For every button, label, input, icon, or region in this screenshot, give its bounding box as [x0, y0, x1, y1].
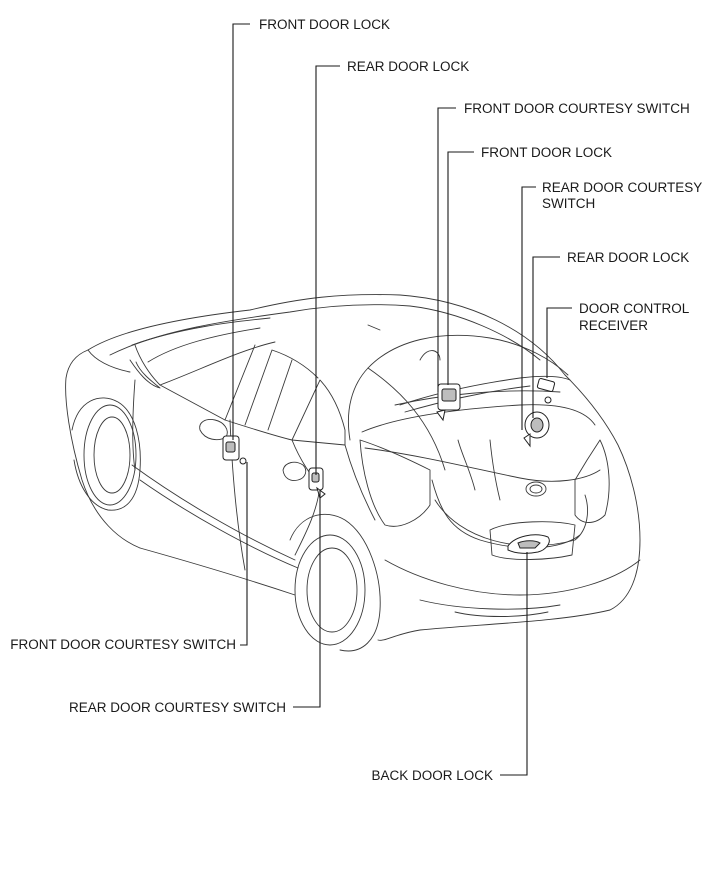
leader-rear-door-courtesy-switch-right: [521, 186, 536, 430]
callout-labels: FRONT DOOR LOCK REAR DOOR LOCK FRONT DOO…: [10, 17, 702, 783]
leader-front-door-lock-right: [447, 151, 474, 385]
back-door-lock-part: [507, 534, 550, 554]
label-front-door-courtesy-switch-right: FRONT DOOR COURTESY SWITCH: [464, 101, 690, 116]
label-back-door-lock: BACK DOOR LOCK: [371, 768, 493, 783]
leader-front-door-lock-left: [232, 23, 250, 440]
leader-door-control-receiver: [546, 307, 572, 378]
label-rear-door-courtesy-switch-left: REAR DOOR COURTESY SWITCH: [69, 700, 286, 715]
label-door-control-receiver-line1: DOOR CONTROL: [579, 301, 690, 316]
label-front-door-lock-right: FRONT DOOR LOCK: [481, 145, 612, 160]
leader-rear-door-courtesy-switch-left: [293, 490, 321, 708]
leader-back-door-lock: [500, 552, 528, 776]
leader-rear-door-lock-left: [315, 65, 340, 475]
door-control-receiver-part: [536, 378, 556, 404]
rear-door-lock-part-left: [308, 467, 326, 499]
label-rear-door-lock-right: REAR DOOR LOCK: [567, 250, 689, 265]
leader-rear-door-lock-right: [532, 256, 560, 418]
front-door-lock-part-left: [222, 435, 247, 465]
label-rear-door-lock-left: REAR DOOR LOCK: [347, 59, 469, 74]
rear-door-lock-part-right: [523, 411, 550, 448]
label-front-door-courtesy-switch-left: FRONT DOOR COURTESY SWITCH: [10, 637, 236, 652]
vehicle-illustration: [65, 294, 641, 652]
leader-front-door-courtesy-switch-left: [240, 462, 248, 646]
leader-front-door-courtesy-switch-right: [437, 107, 456, 392]
label-rear-door-courtesy-switch-right-line2: SWITCH: [542, 196, 595, 211]
label-rear-door-courtesy-switch-right-line1: REAR DOOR COURTESY: [542, 180, 702, 195]
leader-lines: [232, 23, 572, 776]
label-door-control-receiver-line2: RECEIVER: [579, 318, 648, 333]
front-door-lock-part-right: [436, 383, 461, 422]
component-parts: [222, 378, 556, 554]
label-front-door-lock-left: FRONT DOOR LOCK: [259, 17, 390, 32]
